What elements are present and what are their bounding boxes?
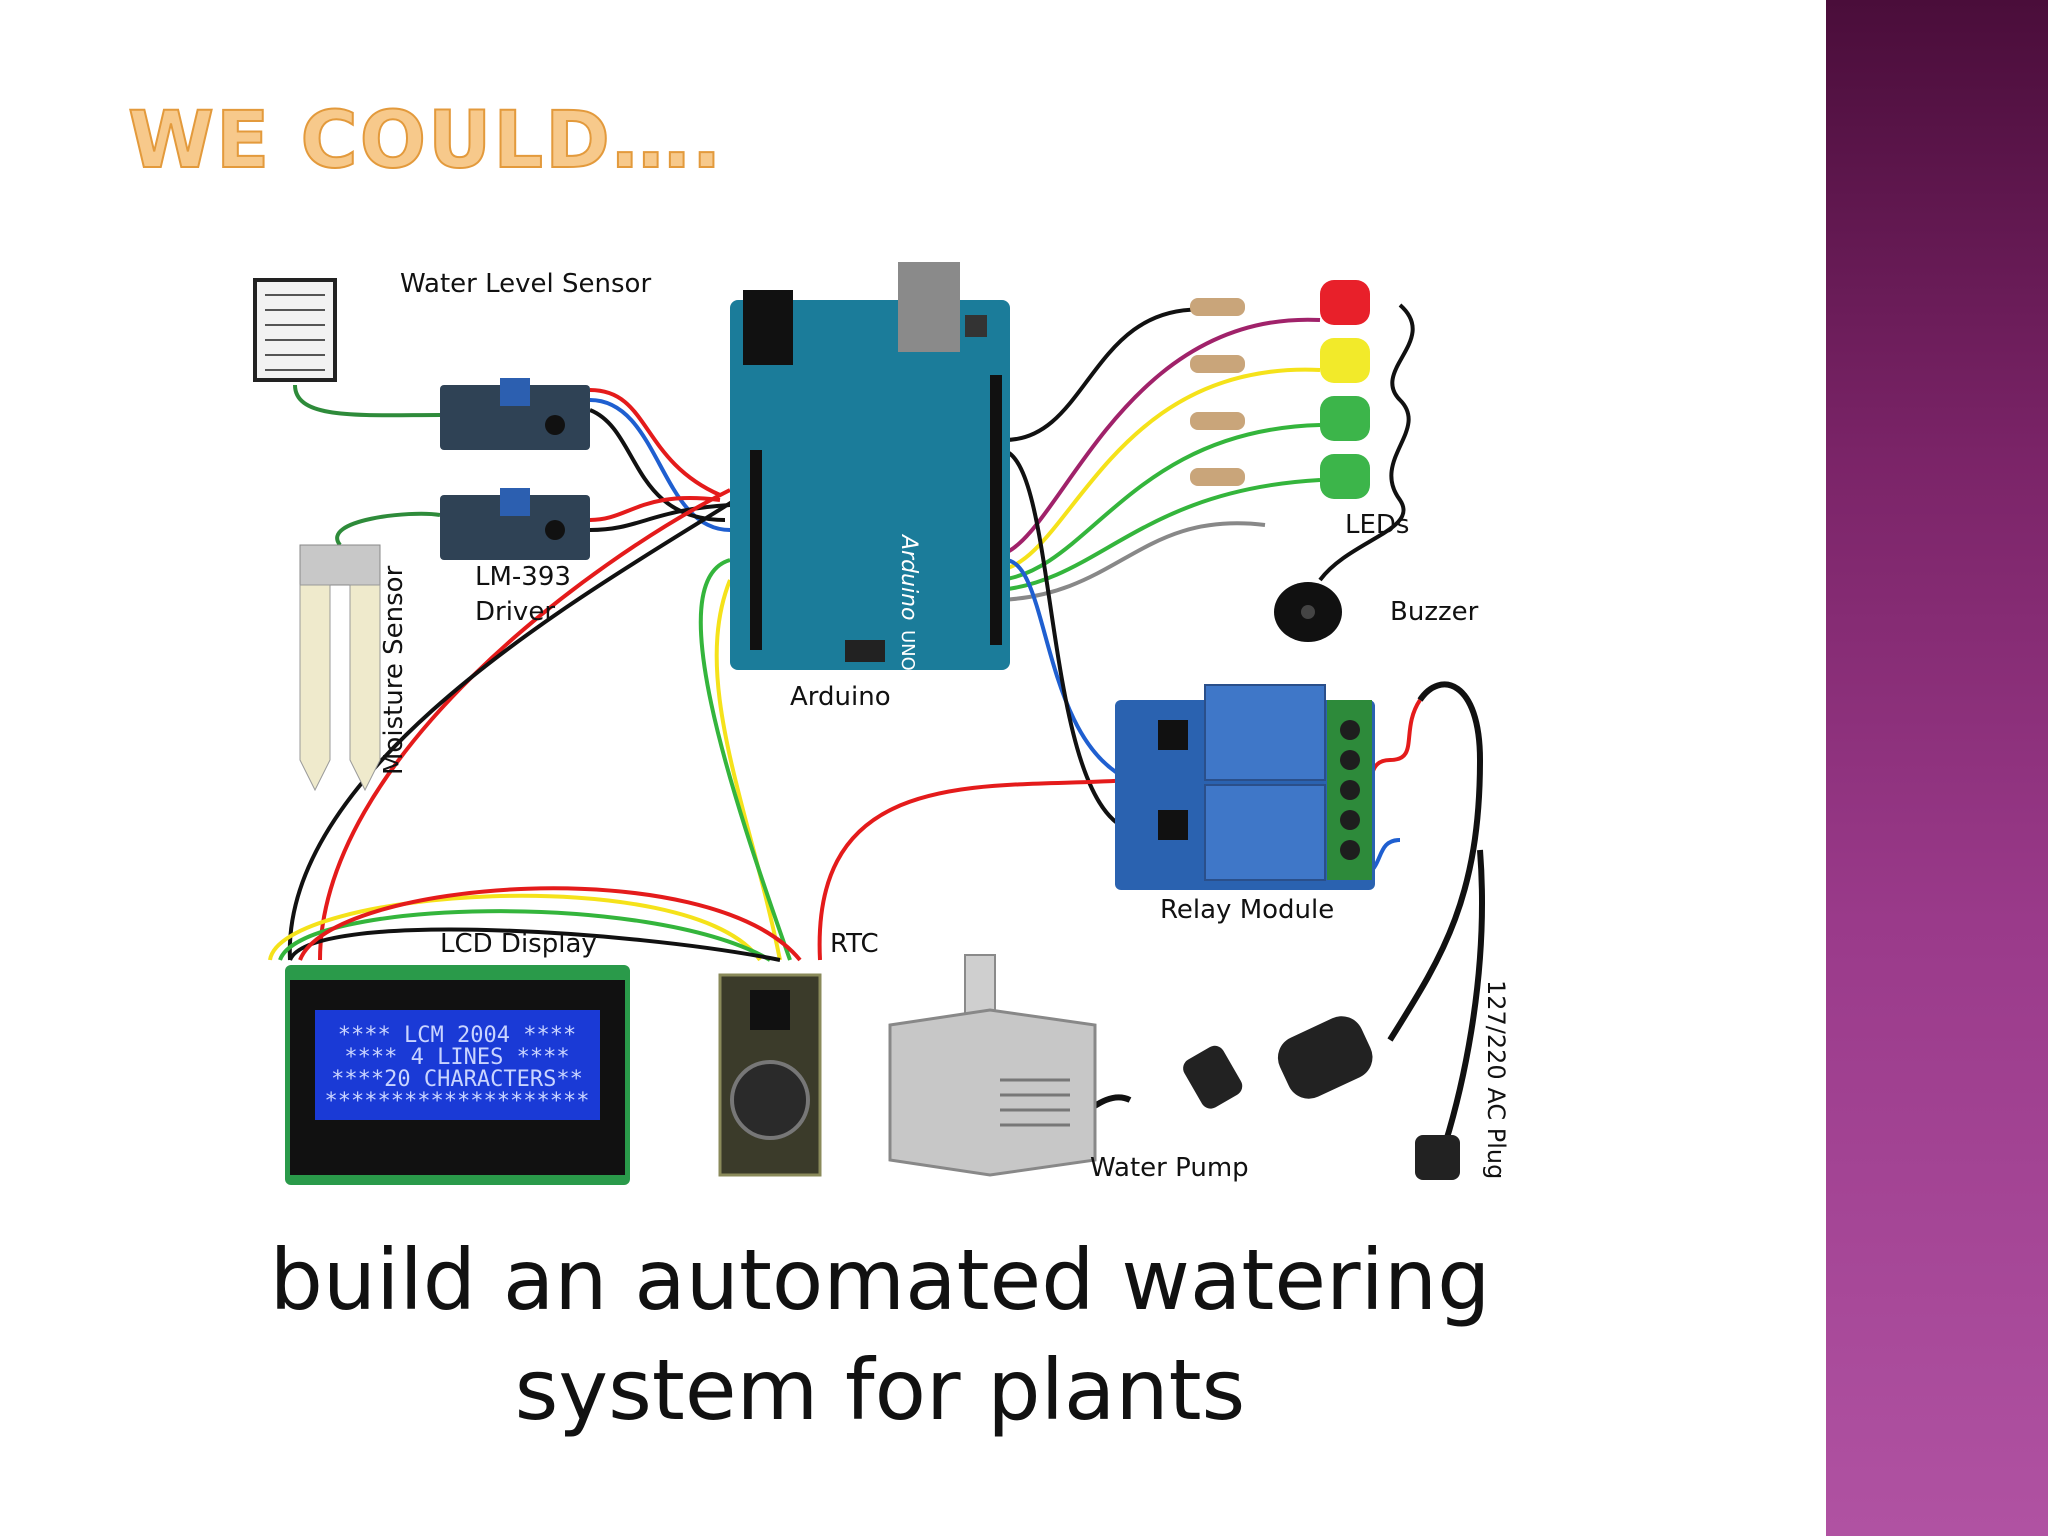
led-green	[1320, 396, 1370, 441]
relay-module: Relay Module	[1115, 684, 1375, 925]
arduino-label: Arduino	[790, 682, 891, 712]
lm393-driver-top	[440, 378, 590, 450]
sidebar-decoration	[1826, 0, 2048, 1536]
leds-label: LEDs	[1345, 510, 1409, 540]
resistor	[1190, 298, 1245, 316]
lcd-line-2: **** 4 LINES ****	[344, 1045, 569, 1070]
led-array: LEDs	[1190, 280, 1409, 540]
lcd-line-4: ********************	[325, 1089, 590, 1114]
lm393-label-line2: Driver	[475, 597, 555, 627]
rtc-label: RTC	[830, 929, 879, 959]
arduino-board-text: Arduino	[896, 533, 921, 621]
moisture-sensor-label: Moisture Sensor	[379, 565, 409, 775]
lcd-display-label: LCD Display	[440, 929, 597, 959]
buzzer-label: Buzzer	[1390, 597, 1479, 627]
led-red	[1320, 280, 1370, 325]
wires	[268, 303, 1485, 1161]
pump-plug	[1183, 1045, 1243, 1109]
wiring-diagram: Water Level Sensor LM-393 Driver Moistur…	[253, 262, 1510, 1185]
caption-line-2: system for plants	[514, 1341, 1246, 1439]
resistor	[1190, 355, 1245, 373]
resistor	[1190, 468, 1245, 486]
lcd-display: LCD Display **** LCM 2004 **** **** 4 LI…	[285, 929, 630, 1185]
ac-plug-label: 127/220 AC Plug	[1482, 980, 1510, 1179]
led-green	[1320, 454, 1370, 499]
rtc-module: RTC	[718, 929, 879, 1177]
lm393-label-line1: LM-393	[475, 562, 571, 592]
arduino-board: Arduino UNO Arduino	[730, 262, 1010, 712]
arduino-uno-text: UNO	[897, 630, 918, 671]
lcd-line-1: **** LCM 2004 ****	[338, 1023, 576, 1048]
moisture-sensor: Moisture Sensor	[299, 544, 409, 792]
water-level-sensor: Water Level Sensor	[253, 269, 651, 382]
water-level-sensor-label: Water Level Sensor	[400, 269, 651, 299]
buzzer: Buzzer	[1274, 582, 1479, 642]
resistor	[1190, 412, 1245, 430]
water-pump: Water Pump	[888, 954, 1249, 1183]
lm393-driver-bottom	[440, 488, 590, 560]
led-yellow	[1320, 338, 1370, 383]
socket-connector	[1277, 1016, 1373, 1099]
caption-line-1: build an automated watering	[269, 1231, 1491, 1329]
relay-module-label: Relay Module	[1160, 895, 1334, 925]
slide-caption: build an automated watering system for p…	[190, 1225, 1570, 1445]
slide-title: WE COULD….	[127, 95, 724, 187]
lcd-line-3: ****20 CHARACTERS**	[331, 1067, 583, 1092]
ac-plug: 127/220 AC Plug	[1415, 980, 1510, 1180]
water-pump-label: Water Pump	[1090, 1153, 1249, 1183]
